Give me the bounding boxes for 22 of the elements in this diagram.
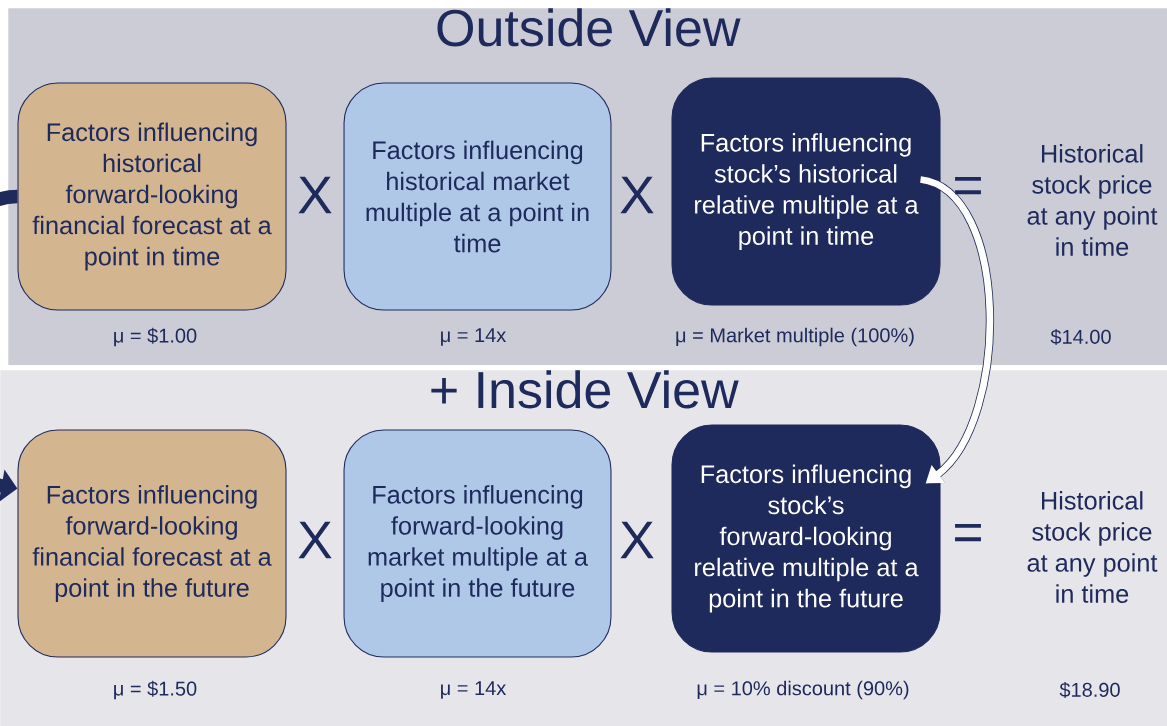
result-text: Historical stock price at any point in time: [1027, 144, 1158, 256]
factor-box: Factors influencing stock’s historical relative multiple at a point in time: [671, 77, 941, 306]
result-text: Historical stock price at any point in time: [1027, 491, 1158, 603]
operator-sign: =: [955, 523, 981, 542]
mean-value: μ = $1.50: [114, 680, 197, 700]
operator-sign: X: [620, 521, 654, 559]
operator-sign: X: [620, 176, 654, 214]
mean-value: μ = 14x: [441, 681, 507, 699]
factor-box: Factors influencing stock’s forward-looking relative multiple at a point in the future: [671, 424, 941, 653]
mean-value: $18.90: [1059, 681, 1120, 699]
mean-value: μ = Market multiple (100%): [676, 327, 914, 347]
factor-box: Factors influencing historical market multiple at a point in time: [343, 82, 612, 311]
operator-sign: X: [298, 176, 332, 214]
mean-value: $14.00: [1050, 328, 1111, 346]
mean-value: μ = 10% discount (90%): [697, 680, 909, 700]
mean-value: μ = 14x: [441, 328, 507, 346]
operator-sign: X: [298, 521, 332, 559]
operator-sign: =: [955, 176, 981, 195]
factor-box: Factors influencing historical forward-looking financial forecast at a point in time: [17, 82, 287, 311]
factor-box: Factors influencing forward-looking financial forecast at a point in the future: [17, 429, 287, 658]
factor-box: Factors influencing forward-looking market multiple at a point in the future: [343, 429, 612, 658]
arrow: [919, 175, 994, 484]
